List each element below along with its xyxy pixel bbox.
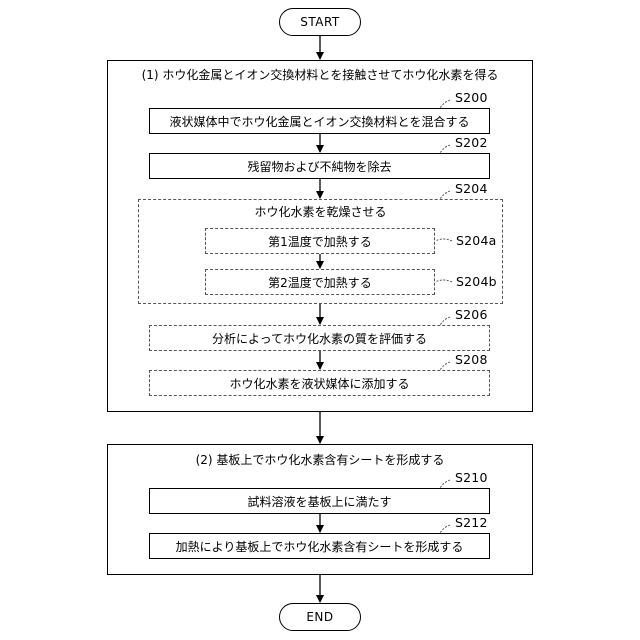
- process-group-2-title: (2) 基板上でホウ化水素含有シートを形成する: [107, 451, 533, 468]
- step-s210-label: 試料溶液を基板上に満たす: [247, 493, 391, 510]
- step-s202: 残留物および不純物を除去: [149, 153, 490, 179]
- step-s206-label: 分析によってホウ化水素の質を評価する: [212, 330, 427, 347]
- ref-s204b: S204b: [456, 274, 497, 289]
- step-s204a-label: 第1温度で加熱する: [268, 233, 372, 250]
- step-s212-label: 加熱により基板上でホウ化水素含有シートを形成する: [176, 538, 464, 555]
- step-s200: 液状媒体中でホウ化金属とイオン交換材料とを混合する: [149, 108, 490, 134]
- ref-s210: S210: [455, 470, 488, 485]
- ref-s202: S202: [455, 135, 488, 150]
- ref-s208: S208: [455, 352, 488, 367]
- step-s208: ホウ化水素を液状媒体に添加する: [149, 370, 490, 396]
- step-s204-label: ホウ化水素を乾燥させる: [138, 203, 503, 220]
- step-s206: 分析によってホウ化水素の質を評価する: [149, 325, 490, 351]
- ref-s212: S212: [455, 515, 488, 530]
- step-s204a: 第1温度で加熱する: [205, 228, 435, 254]
- ref-s204a: S204a: [456, 233, 496, 248]
- ref-s200: S200: [455, 90, 488, 105]
- ref-s204: S204: [455, 181, 488, 196]
- end-terminal: END: [279, 603, 361, 631]
- step-s204b-label: 第2温度で加熱する: [268, 274, 372, 291]
- step-s202-label: 残留物および不純物を除去: [247, 158, 391, 175]
- step-s210: 試料溶液を基板上に満たす: [149, 488, 490, 514]
- end-label: END: [306, 610, 333, 624]
- ref-s206: S206: [455, 307, 488, 322]
- step-s208-label: ホウ化水素を液状媒体に添加する: [229, 375, 409, 392]
- start-label: START: [300, 15, 340, 29]
- step-s200-label: 液状媒体中でホウ化金属とイオン交換材料とを混合する: [169, 113, 469, 130]
- step-s204b: 第2温度で加熱する: [205, 269, 435, 295]
- step-s212: 加熱により基板上でホウ化水素含有シートを形成する: [149, 533, 490, 559]
- start-terminal: START: [279, 8, 361, 36]
- process-group-1-title: (1) ホウ化金属とイオン交換材料とを接触させてホウ化水素を得る: [107, 66, 533, 83]
